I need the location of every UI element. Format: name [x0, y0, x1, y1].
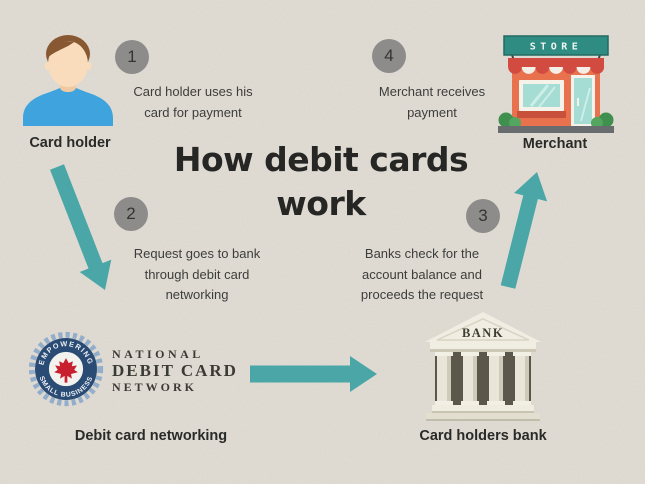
debit-network-seal-icon: EMPOWERING SMALL BUSINESS — [28, 331, 104, 407]
wordmark-line-3: NETWORK — [112, 380, 198, 394]
step-3-text: Banks check for the account balance and … — [360, 246, 484, 303]
arrow-bank-to-merchant — [500, 172, 548, 289]
card-holder-icon — [23, 35, 113, 126]
bank-building-icon: BANK — [425, 312, 541, 421]
step-3-number: 3 — [478, 206, 488, 225]
card-holder-label: Card holder — [29, 135, 111, 151]
wordmark-line-1: NATIONAL — [112, 347, 204, 361]
step-2-number: 2 — [126, 204, 136, 223]
step-1-text: Card holder uses his card for payment — [133, 84, 253, 120]
page-title: How debit cards work — [173, 140, 469, 223]
step-2-text: Request goes to bank through debit card … — [133, 246, 261, 303]
step-4-number: 4 — [384, 46, 394, 65]
wordmark-line-2: DEBIT CARD — [112, 361, 238, 380]
step-4-badge: 4 — [372, 39, 406, 73]
bank-label: Card holders bank — [419, 428, 547, 444]
merchant-store-icon: STORE — [498, 35, 614, 133]
step-3-badge: 3 — [466, 199, 500, 233]
step-4-text: Merchant receives payment — [378, 84, 486, 120]
bank-sign-text: BANK — [462, 326, 504, 340]
step-2-badge: 2 — [114, 197, 148, 231]
debit-network-wordmark: NATIONAL DEBIT CARD NETWORK — [112, 347, 302, 394]
merchant-label: Merchant — [522, 136, 588, 152]
bank-columns — [435, 352, 531, 405]
step-1-badge: 1 — [115, 40, 149, 74]
step-1-number: 1 — [127, 47, 137, 66]
maple-leaf-icon — [54, 358, 78, 383]
arrow-cardholder-to-network — [50, 164, 112, 290]
store-sign-text: STORE — [530, 42, 583, 53]
network-label: Debit card networking — [74, 428, 228, 444]
